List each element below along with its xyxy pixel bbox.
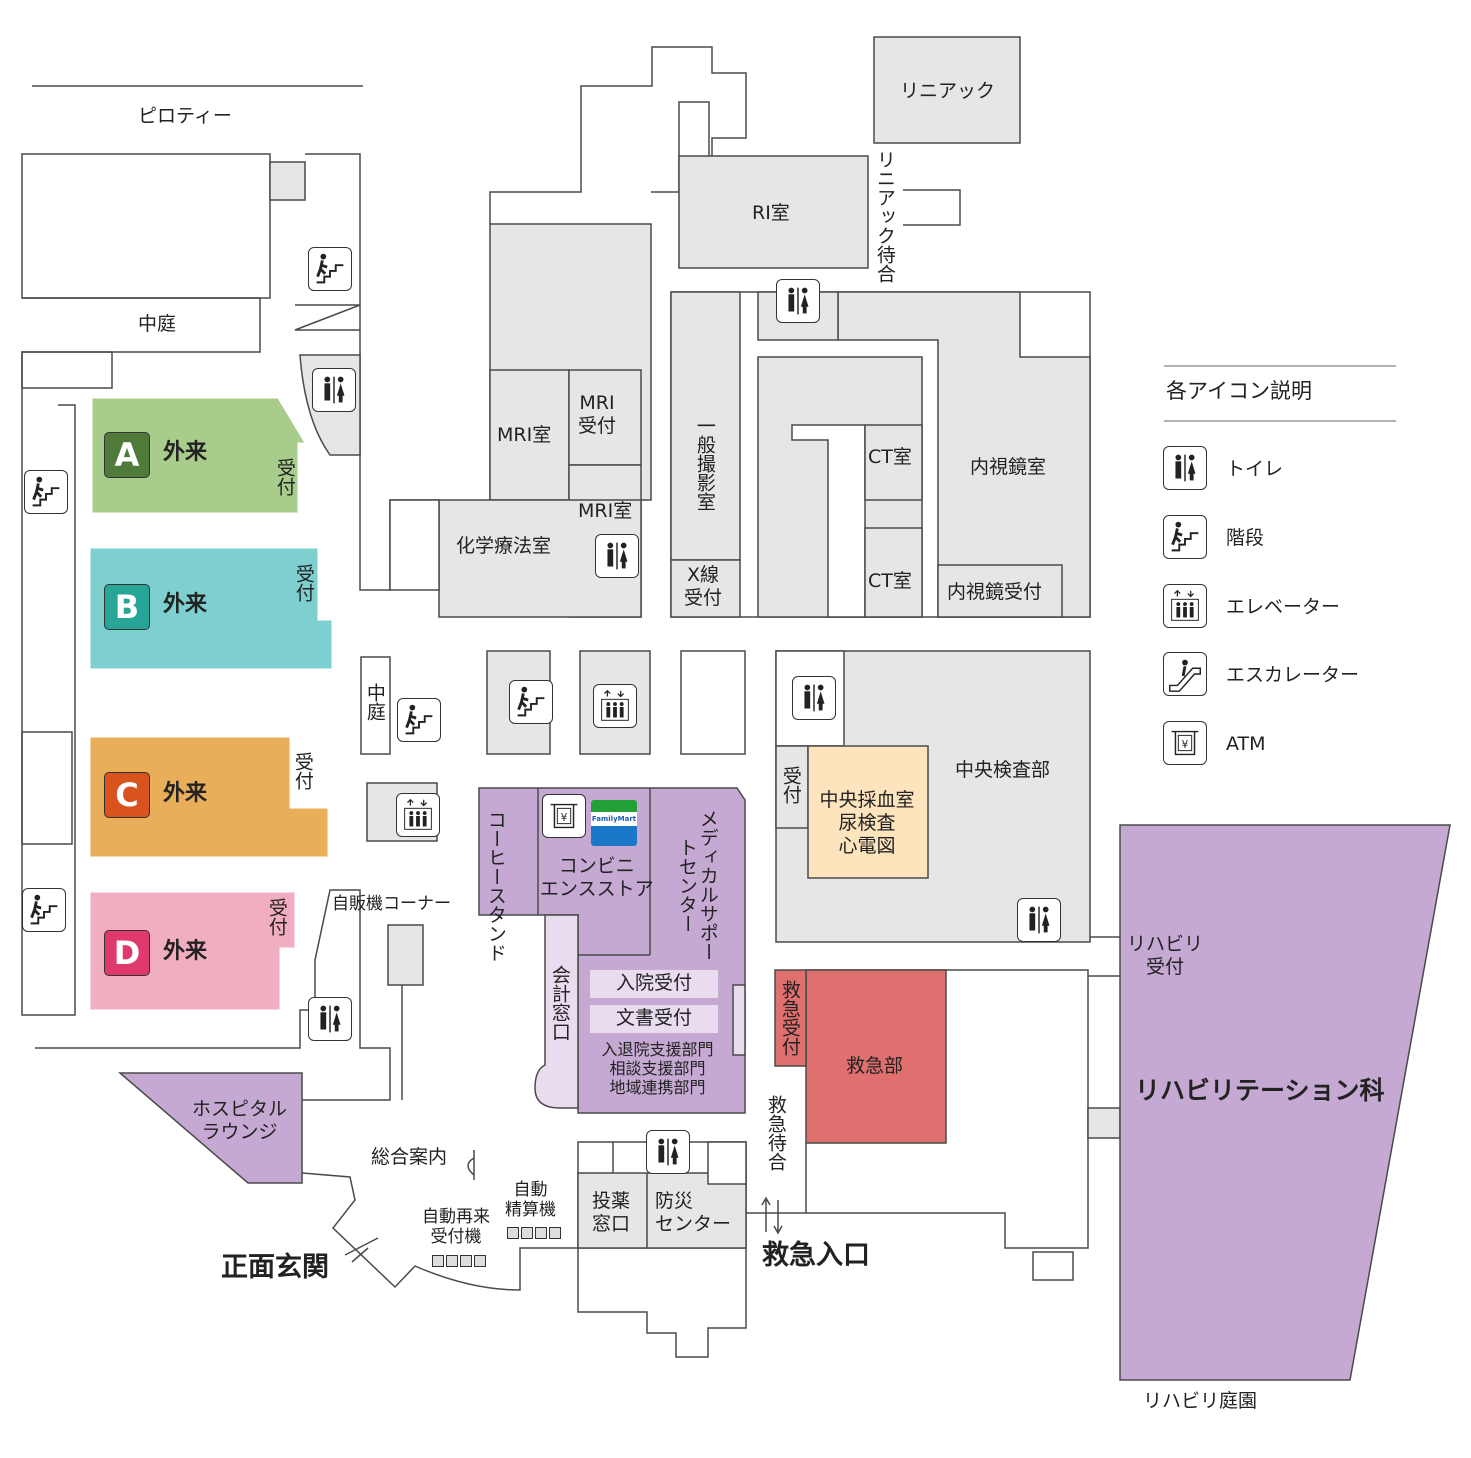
coffee-stand-label[interactable]: コーヒースタンド — [484, 810, 507, 962]
ct-room-2-label[interactable]: CT室 — [868, 570, 912, 592]
toilet-icon[interactable] — [776, 279, 820, 323]
mri-room-2-label[interactable]: MRI室 — [578, 500, 633, 522]
svg-text:¥: ¥ — [561, 812, 568, 824]
elevator-icon[interactable] — [396, 793, 440, 837]
legend-title: 各アイコン説明 — [1166, 379, 1312, 403]
outpatient-d-label[interactable]: 外来 — [163, 939, 208, 964]
ct-room-1-label[interactable]: CT室 — [868, 446, 912, 468]
document-reception-label[interactable]: 文書受付 — [615, 1007, 692, 1029]
xray-reception-label[interactable]: X線 受付 — [684, 564, 723, 609]
general-xray-label[interactable]: 一般撮影室 — [693, 416, 716, 511]
rehab-garden-label: リハビリ庭園 — [1143, 1390, 1258, 1412]
piloti-label: ピロティー — [138, 105, 232, 127]
outpatient-a-label[interactable]: 外来 — [163, 440, 208, 465]
legend-label-toilet: トイレ — [1226, 458, 1284, 480]
svg-text:¥: ¥ — [1182, 739, 1189, 751]
chemotherapy-label[interactable]: 化学療法室 — [456, 535, 552, 557]
stairs-icon[interactable] — [24, 470, 68, 514]
information-desk-label[interactable]: 総合案内 — [371, 1146, 448, 1168]
outpatient-b-label[interactable]: 外来 — [163, 592, 208, 617]
ri-room-label[interactable]: RI室 — [752, 202, 790, 224]
hospital-lounge-label[interactable]: ホスピタル ラウンジ — [192, 1098, 288, 1143]
stairs-icon — [1163, 515, 1207, 559]
toilet-icon[interactable] — [308, 997, 352, 1041]
linac-label[interactable]: リニアック — [900, 80, 996, 102]
emergency-entrance-label[interactable]: 救急入口 — [762, 1240, 870, 1271]
disaster-center-label: 防災 センター — [655, 1190, 732, 1235]
rehab-reception-label[interactable]: リハビリ 受付 — [1127, 933, 1204, 978]
stairs-icon[interactable] — [397, 698, 441, 742]
badge-b: B — [104, 584, 150, 630]
courtyard-label: 中庭 — [138, 313, 177, 335]
outpatient-c-label[interactable]: 外来 — [163, 781, 208, 806]
courtyard2-label: 中庭 — [363, 683, 386, 721]
atm-icon[interactable]: ¥ — [542, 794, 586, 838]
toilet-icon[interactable] — [595, 534, 639, 578]
escalator-icon — [1163, 652, 1207, 696]
outpatient-d-reception: 受付 — [265, 898, 288, 936]
toilet-icon[interactable] — [646, 1130, 690, 1174]
stairs-icon[interactable] — [308, 247, 352, 291]
outpatient-a-reception: 受付 — [273, 458, 296, 496]
outpatient-c-reception: 受付 — [291, 752, 314, 790]
payment-kiosk-label: 自動 精算機 — [505, 1180, 556, 1221]
support-departments-label: 入退院支援部門 相談支援部門 地域連携部門 — [601, 1040, 714, 1098]
emergency-waiting-label: 救急待合 — [764, 1095, 787, 1171]
legend-label-escalator: エスカレーター — [1226, 664, 1360, 686]
reentry-kiosks[interactable] — [432, 1255, 486, 1267]
outpatient-b-reception: 受付 — [292, 564, 315, 602]
stairs-icon[interactable] — [22, 888, 66, 932]
legend-label-stairs: 階段 — [1226, 527, 1265, 549]
admission-reception-label[interactable]: 入院受付 — [615, 972, 692, 994]
familymart-logo-text: FamilyMart — [591, 812, 637, 826]
badge-d: D — [104, 930, 150, 976]
endoscopy-reception-label[interactable]: 内視鏡受付 — [947, 581, 1043, 603]
mri-reception-label[interactable]: MRI 受付 — [578, 392, 617, 437]
rehabilitation-label[interactable]: リハビリテーション科 — [1135, 1076, 1385, 1105]
pharmacy-window-label[interactable]: 投薬 窓口 — [592, 1190, 631, 1235]
emergency-reception-label[interactable]: 救急受付 — [778, 980, 801, 1056]
legend-label-elevator: エレベーター — [1226, 596, 1341, 618]
familymart-logo: FamilyMart — [591, 800, 637, 846]
mri-room-1-label[interactable]: MRI室 — [497, 424, 552, 446]
stairs-icon[interactable] — [509, 680, 553, 724]
blood-collection-label[interactable]: 中央採血室 尿検査 心電図 — [819, 789, 915, 857]
payment-kiosks[interactable] — [507, 1227, 561, 1239]
toilet-icon — [1163, 446, 1207, 490]
emergency-dept-label[interactable]: 救急部 — [846, 1055, 904, 1077]
convenience-store-label[interactable]: コンビニ エンスストア — [540, 855, 654, 900]
vending-corner-label: 自販機コーナー — [332, 894, 451, 914]
badge-c: C — [104, 772, 150, 818]
medical-support-center-label[interactable]: メディカルサポートセンター — [675, 809, 719, 961]
elevator-icon[interactable] — [593, 684, 637, 728]
lab-reception-label: 受付 — [779, 766, 802, 804]
badge-a: A — [104, 432, 150, 478]
toilet-icon[interactable] — [312, 368, 356, 412]
atm-icon: ¥ — [1163, 721, 1207, 765]
reentry-kiosk-label: 自動再来 受付機 — [422, 1207, 490, 1248]
cashier-window-label[interactable]: 会計窓口 — [548, 965, 571, 1041]
main-entrance-label[interactable]: 正面玄関 — [221, 1252, 329, 1283]
toilet-icon[interactable] — [792, 676, 836, 720]
central-lab-label[interactable]: 中央検査部 — [955, 759, 1051, 781]
endoscopy-label[interactable]: 内視鏡室 — [970, 456, 1047, 478]
elevator-icon — [1163, 584, 1207, 628]
linac-waiting-label: リニアック待合 — [873, 150, 896, 283]
toilet-icon[interactable] — [1017, 898, 1061, 942]
legend-label-atm: ATM — [1226, 733, 1266, 755]
